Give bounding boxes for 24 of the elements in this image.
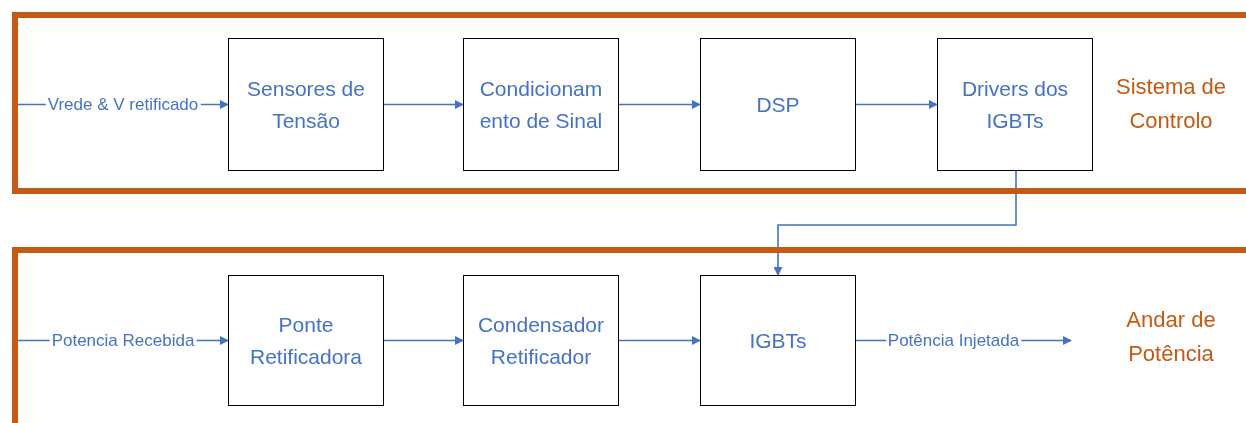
block-label: Condicionam ento de Sinal bbox=[478, 76, 604, 134]
process-box bbox=[463, 38, 619, 171]
arrow bbox=[618, 336, 701, 345]
process-box bbox=[228, 275, 384, 406]
process-box bbox=[700, 38, 856, 171]
process-box bbox=[463, 275, 619, 406]
block-label: Condensador Retificador bbox=[476, 312, 606, 370]
block-label: IGBTs bbox=[749, 327, 807, 354]
group-heading: Andar de Potência bbox=[1125, 306, 1217, 369]
process-box bbox=[228, 38, 384, 171]
arrow bbox=[383, 100, 464, 109]
process-box bbox=[937, 38, 1093, 171]
block-label: DSP bbox=[756, 91, 800, 118]
block-label: Drivers dos IGBTs bbox=[960, 76, 1070, 134]
process-box bbox=[700, 275, 856, 406]
block-label: Sensores de Tensão bbox=[246, 76, 366, 134]
group-frame bbox=[12, 12, 1246, 194]
arrow bbox=[773, 170, 1017, 276]
arrow bbox=[618, 100, 701, 109]
arrow bbox=[383, 336, 464, 345]
arrow bbox=[855, 100, 938, 109]
group-heading: Sistema de Controlo bbox=[1114, 73, 1228, 136]
block-label: Ponte Retificadora bbox=[248, 312, 364, 370]
group-frame bbox=[12, 247, 1246, 423]
